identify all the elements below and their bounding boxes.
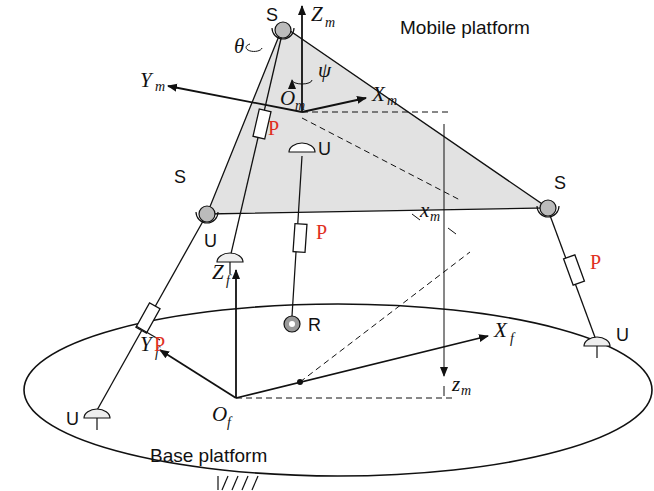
- joint-label: S: [174, 168, 186, 186]
- origin-label: O: [212, 404, 227, 425]
- joint-label: U: [204, 232, 217, 250]
- axis-subscript: m: [387, 94, 397, 108]
- platform-label: Mobile platform: [400, 18, 530, 37]
- prismatic-label: P: [268, 118, 279, 138]
- axis-label: Y: [140, 70, 152, 91]
- axis-label: X: [372, 84, 385, 105]
- prismatic-label: P: [590, 252, 601, 272]
- axis-label: Y: [140, 334, 152, 355]
- axis-subscript: f: [510, 332, 514, 346]
- joint-label: S: [554, 174, 566, 192]
- dimension-label: z: [452, 374, 460, 395]
- angle-label: ψ: [318, 60, 331, 81]
- origin-label: O: [280, 88, 295, 109]
- joint-label: S: [266, 6, 278, 24]
- origin-subscript: m: [295, 99, 305, 113]
- axis-label: Z: [311, 4, 323, 25]
- dimension-subscript: m: [461, 384, 471, 398]
- dimension-label: x: [420, 200, 429, 221]
- origin-subscript: f: [227, 416, 231, 430]
- platform-label: Base platform: [150, 446, 267, 465]
- joint-label: R: [308, 316, 321, 334]
- dimension-subscript: m: [430, 210, 440, 224]
- joint-label: U: [66, 410, 79, 428]
- joint-label: U: [318, 140, 331, 158]
- joint-label: U: [616, 326, 629, 344]
- axis-label: Z: [212, 262, 224, 283]
- angle-label: θ: [234, 36, 244, 57]
- axis-label: X: [494, 320, 507, 341]
- axis-subscript: f: [226, 274, 230, 288]
- prismatic-label: P: [316, 222, 327, 242]
- prismatic-label: P: [154, 334, 165, 354]
- axis-subscript: m: [155, 80, 165, 94]
- axis-subscript: m: [325, 16, 335, 30]
